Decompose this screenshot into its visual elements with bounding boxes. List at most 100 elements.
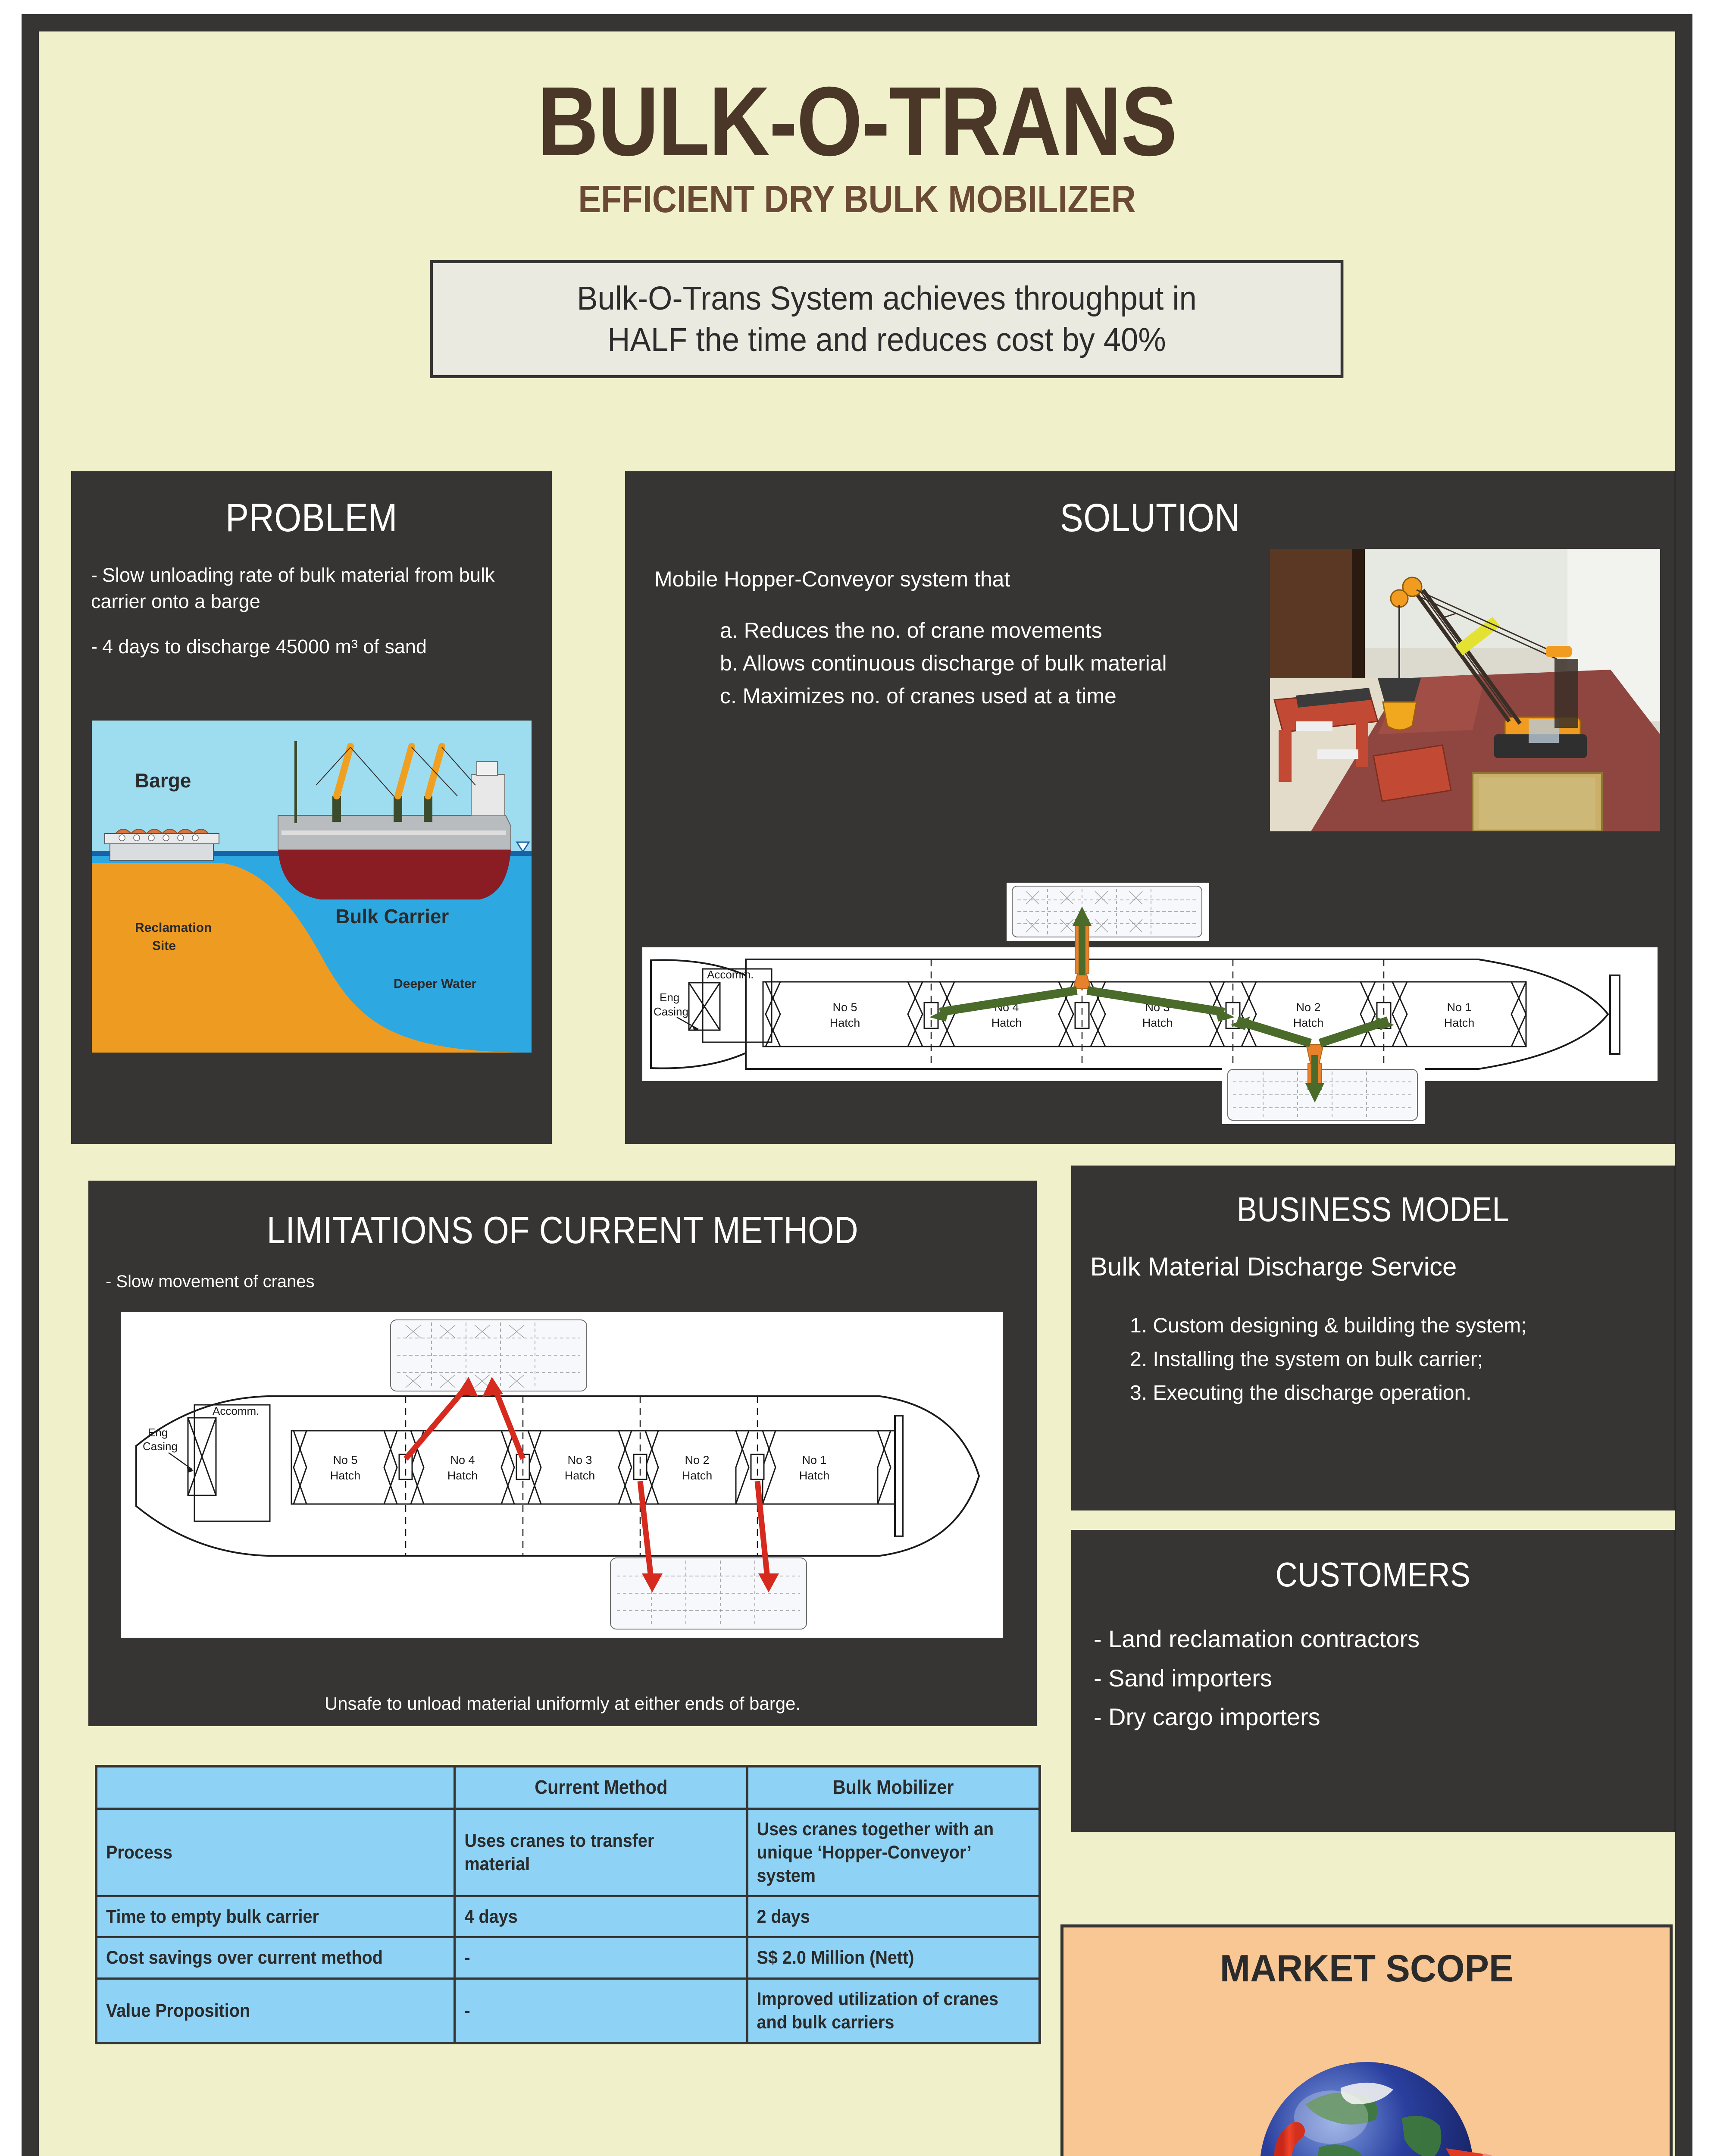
hatch-label: Hatch: [1142, 1016, 1173, 1029]
dash-glyph: -: [1094, 1703, 1102, 1731]
hatch-label: Hatch: [682, 1469, 713, 1482]
hopper-flow-forward: [1073, 906, 1092, 989]
table-cell-mobilizer: Uses cranes together with an unique ‘Hop…: [746, 1807, 1018, 1898]
limitations-heading: LIMITATIONS OF CURRENT METHOD: [266, 1209, 859, 1251]
problem-heading: PROBLEM: [225, 496, 397, 540]
table-cell-label: Value Proposition: [95, 1977, 427, 2044]
hatch-label: Hatch: [799, 1469, 830, 1482]
panel-solution: SOLUTION Mobile Hopper-Conveyor system t…: [625, 471, 1675, 1144]
hatch-label: No 1: [1447, 1001, 1471, 1014]
label-eng: Eng: [660, 991, 679, 1004]
solution-list-item: a. Reduces the no. of crane movements: [720, 618, 1102, 642]
panel-problem: PROBLEM -Slow unloading rate of bulk mat…: [71, 471, 552, 1144]
label-accomm: Accomm.: [213, 1404, 259, 1417]
poster-frame: BULK-O-TRANS EFFICIENT DRY BULK MOBILIZE…: [22, 14, 1692, 2156]
business-list-item: 3. Executing the discharge operation.: [1130, 1381, 1472, 1404]
table-cell-current: 4 days: [454, 1895, 725, 1939]
table-header-cell: [109, 1765, 441, 1810]
tagline-line-2: HALF the time and reduces cost by 40%: [607, 321, 1166, 358]
label-reclamation-2: Site: [152, 939, 176, 953]
problem-bullet-2: -4 days to discharge 45000 m³ of sand: [91, 634, 539, 660]
dash-glyph: -: [1094, 1625, 1102, 1652]
label-deeper-water: Deeper Water: [394, 977, 477, 991]
solution-lead: Mobile Hopper-Conveyor system that: [654, 567, 1010, 591]
table-cell-current: -: [454, 1936, 725, 1980]
hatch-label: No 2: [685, 1454, 709, 1467]
table-cell-mobilizer: Improved utilization of cranes and bulk …: [746, 1977, 1018, 2044]
poster-canvas: BULK-O-TRANS EFFICIENT DRY BULK MOBILIZE…: [39, 31, 1675, 2156]
hatch-label: Hatch: [447, 1469, 478, 1482]
hatch-label: No 2: [1296, 1001, 1320, 1014]
barge-top: [1007, 883, 1209, 941]
table-row: Value Proposition - Improved utilization…: [95, 1977, 1040, 2044]
hatch-label: No 1: [802, 1454, 826, 1467]
limitations-ship-plan-diagram: Eng Casing Accomm.: [121, 1312, 1003, 1638]
table-header-cell: Current Method: [465, 1765, 737, 1810]
hopper-flow-aft: [1305, 1044, 1324, 1103]
hatch-label: No 5: [832, 1001, 857, 1014]
crane-arrows-green: [939, 986, 1390, 1047]
dash-glyph: -: [91, 635, 97, 658]
red-transfer-arrows: [403, 1385, 771, 1582]
hatch-label: No 5: [333, 1454, 357, 1467]
customers-item: -Sand importers: [1094, 1659, 1664, 1698]
label-barge: Barge: [135, 769, 191, 792]
solution-heading: SOLUTION: [1060, 496, 1240, 540]
business-list: 1. Custom designing & building the syste…: [1130, 1309, 1664, 1410]
hatch-label: Hatch: [330, 1469, 361, 1482]
business-list-item: 2. Installing the system on bulk carrier…: [1130, 1348, 1483, 1371]
comparison-table: Current Method Bulk Mobilizer Process Us…: [95, 1765, 1041, 2044]
hatch-label: No 4: [450, 1454, 475, 1467]
page-title: BULK-O-TRANS: [537, 67, 1177, 176]
ship-hull-plan: Eng Casing Accomm.: [642, 947, 1658, 1081]
table-row: Time to empty bulk carrier 4 days 2 days: [95, 1895, 1040, 1939]
prototype-model-photo: [1270, 549, 1660, 831]
table-cell-mobilizer: S$ 2.0 Million (Nett): [746, 1936, 1018, 1980]
ship-hull-plan: Eng Casing Accomm.: [135, 1395, 980, 1557]
hatch-label: Hatch: [830, 1016, 860, 1029]
label-casing: Casing: [654, 1005, 688, 1018]
table-cell-mobilizer: 2 days: [746, 1895, 1018, 1939]
barge-bottom: [610, 1557, 807, 1630]
panel-limitations: LIMITATIONS OF CURRENT METHOD - Slow mov…: [88, 1181, 1037, 1726]
label-reclamation-1: Reclamation: [135, 921, 212, 935]
table-cell-current: -: [454, 1977, 725, 2044]
barge-reclamation-diagram: Barge Bulk Carrier Reclamation Site Deep…: [92, 721, 532, 1053]
table-cell-label: Cost savings over current method: [95, 1936, 427, 1980]
table-row: Cost savings over current method - S$ 2.…: [95, 1936, 1040, 1980]
business-heading: BUSINESS MODEL: [1236, 1190, 1510, 1228]
limitations-bullet: - Slow movement of cranes: [106, 1272, 315, 1291]
market-heading: MARKET SCOPE: [1220, 1947, 1514, 1990]
hatch-label: Hatch: [1293, 1016, 1324, 1029]
customers-heading: CUSTOMERS: [1275, 1555, 1471, 1594]
solution-list-item: c. Maximizes no. of cranes used at a tim…: [720, 684, 1117, 708]
problem-bullet-1: -Slow unloading rate of bulk material fr…: [91, 562, 539, 615]
table-row: Process Uses cranes to transfer material…: [95, 1807, 1040, 1898]
solution-list: a. Reduces the no. of crane movements b.…: [720, 614, 1662, 712]
solution-list-item: b. Allows continuous discharge of bulk m…: [720, 651, 1167, 675]
solution-ship-plan-diagram: Eng Casing Accomm.: [638, 883, 1662, 1124]
limitations-footer-caption: Unsafe to unload material uniformly at e…: [324, 1693, 801, 1714]
table-header-cell: Bulk Mobilizer: [758, 1765, 1029, 1810]
barge-top: [390, 1319, 587, 1391]
page-subtitle: EFFICIENT DRY BULK MOBILIZER: [578, 178, 1136, 220]
hatch-label: Hatch: [565, 1469, 595, 1482]
customers-item: -Dry cargo importers: [1094, 1698, 1664, 1737]
panel-market-scope: MARKET SCOPE: [1060, 1924, 1673, 2156]
hatch-label: Hatch: [991, 1016, 1022, 1029]
customers-item: -Land reclamation contractors: [1094, 1620, 1664, 1659]
dash-glyph: -: [91, 564, 97, 586]
tagline-box: Bulk-O-Trans System achieves throughput …: [430, 260, 1344, 378]
barge-bottom: [1222, 1066, 1425, 1124]
panel-business-model: BUSINESS MODEL Bulk Material Discharge S…: [1071, 1166, 1675, 1510]
panel-customers: CUSTOMERS -Land reclamation contractors …: [1071, 1530, 1675, 1832]
label-eng: Eng: [148, 1426, 168, 1439]
business-list-item: 1. Custom designing & building the syste…: [1130, 1314, 1527, 1337]
table-header-row: Current Method Bulk Mobilizer: [96, 1765, 1040, 1810]
hatch-label: No 3: [567, 1454, 592, 1467]
table-cell-current: Uses cranes to transfer material: [454, 1807, 725, 1898]
table-cell-label: Time to empty bulk carrier: [95, 1895, 427, 1939]
tagline-line-1: Bulk-O-Trans System achieves throughput …: [577, 279, 1197, 317]
label-casing: Casing: [143, 1440, 178, 1453]
